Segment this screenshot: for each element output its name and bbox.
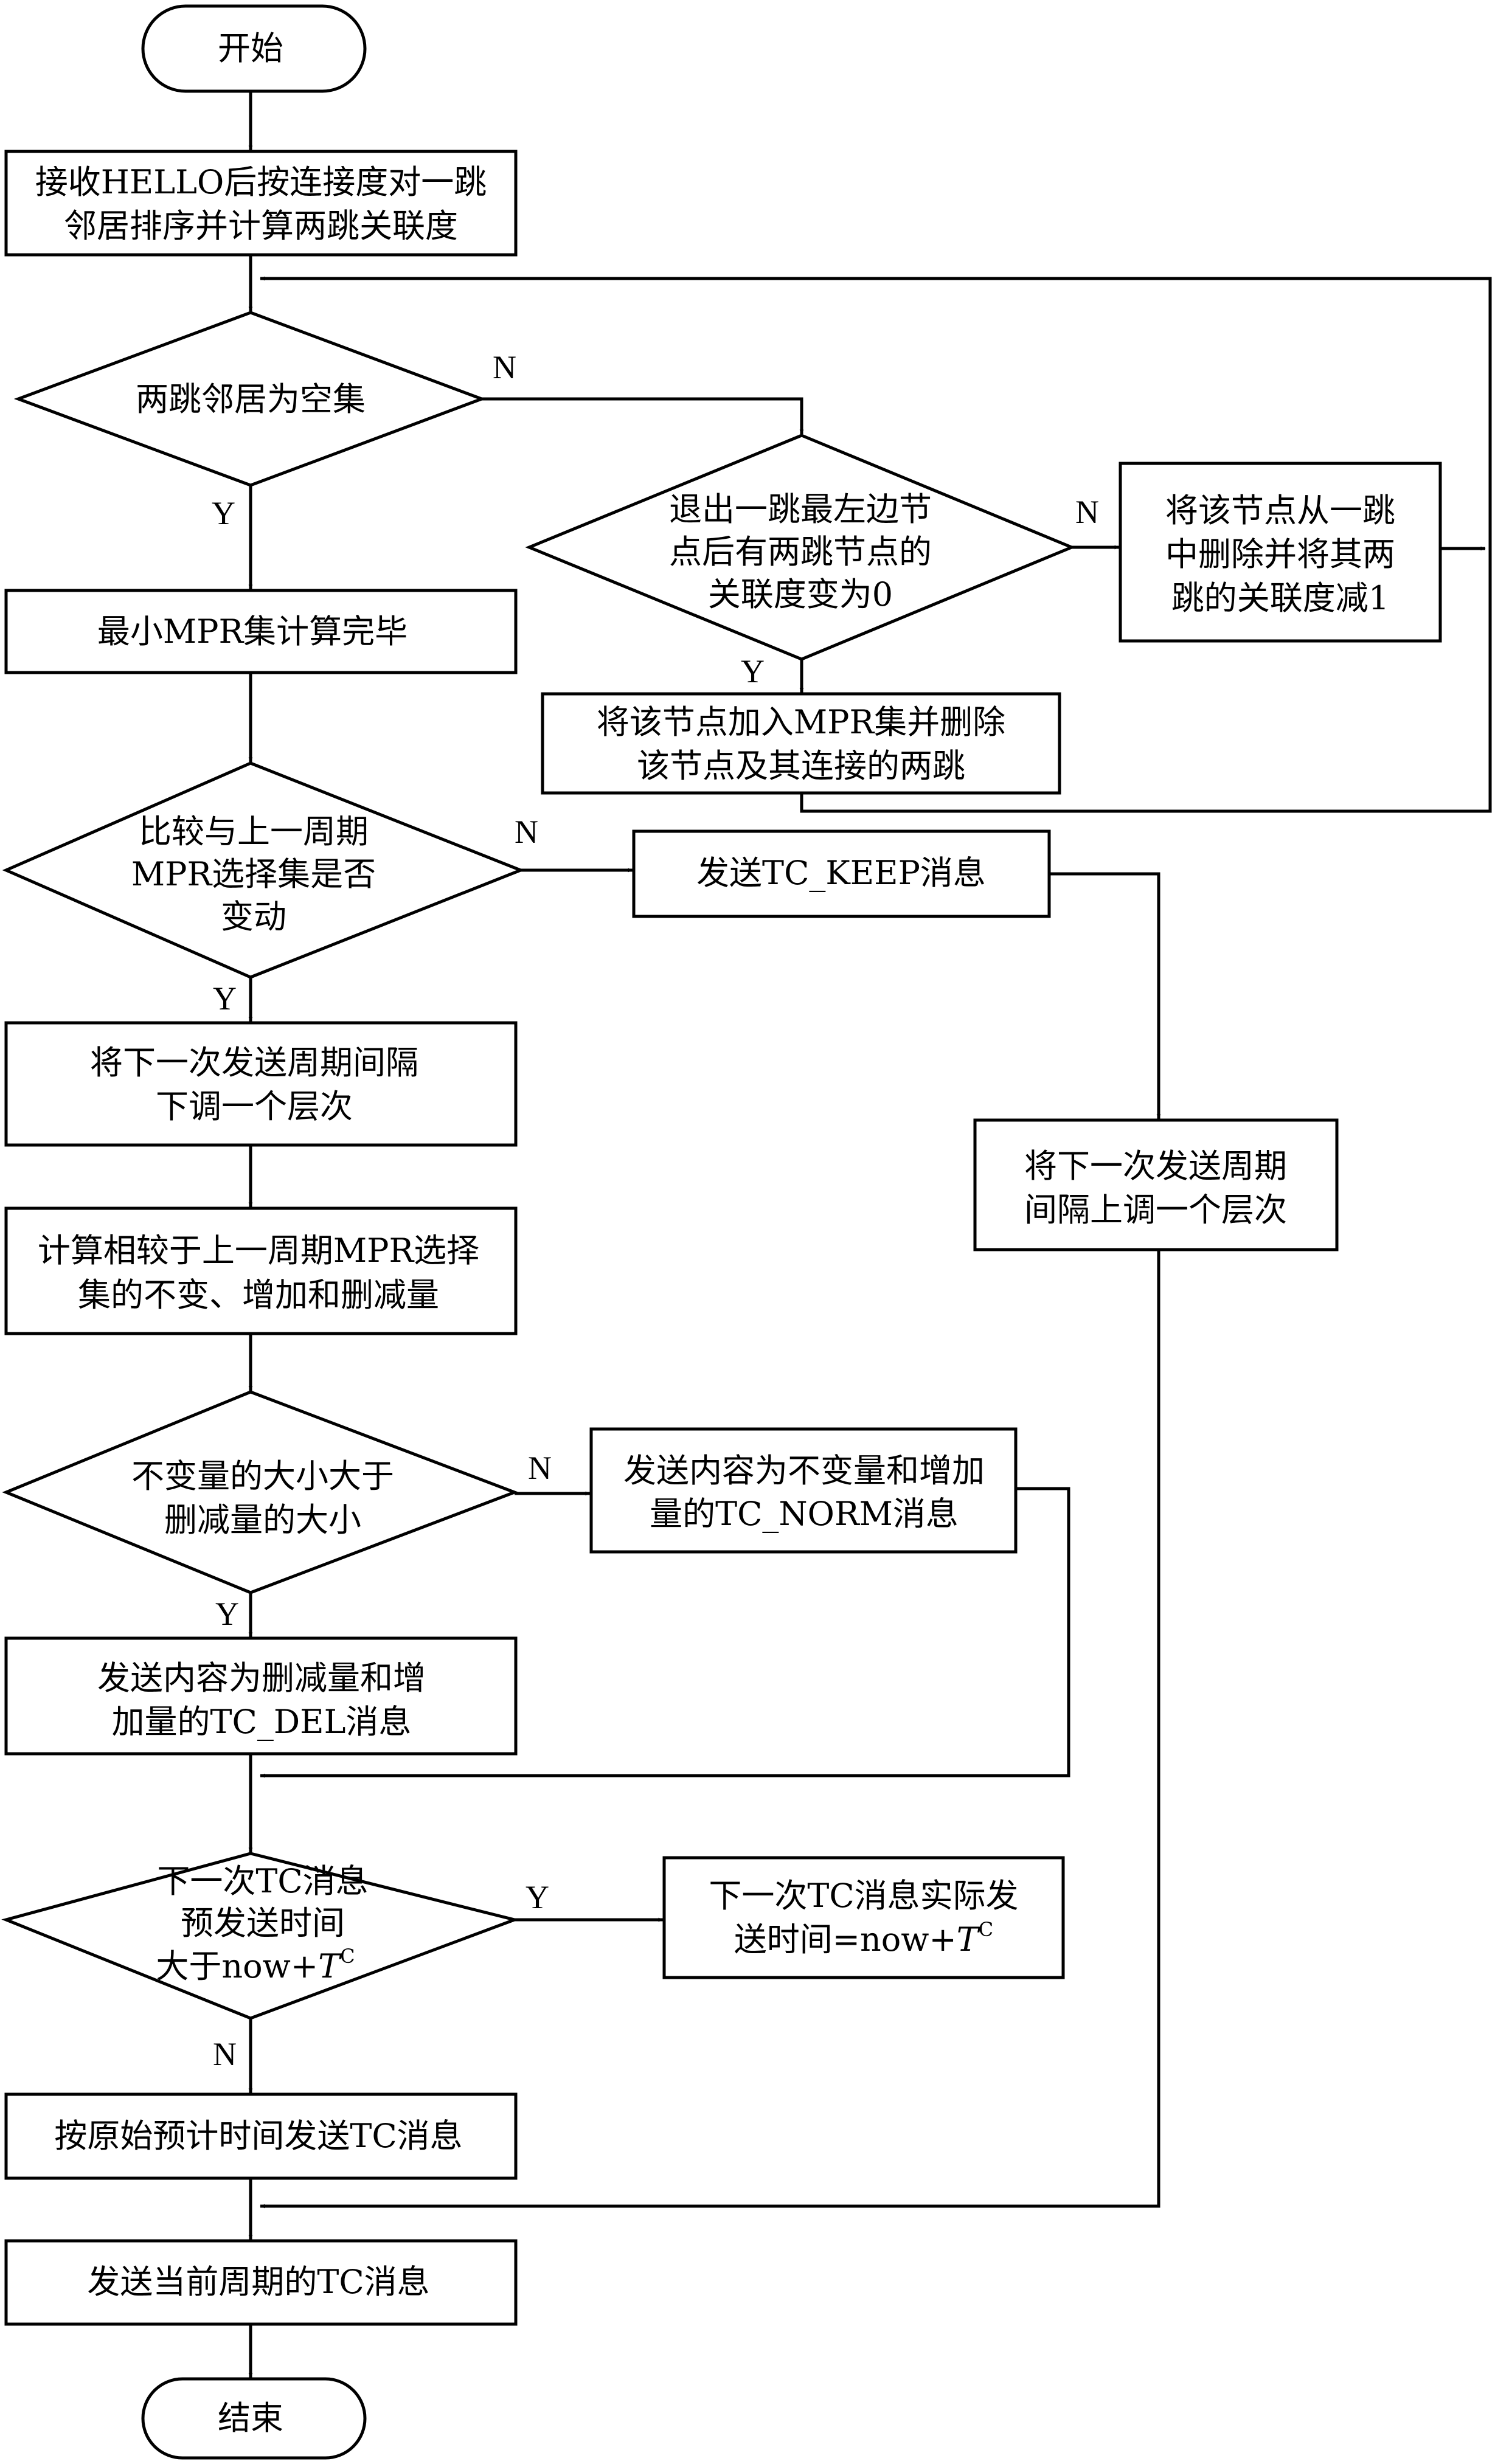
node-calc-diff: 计算相较于上一周期MPR选择 集的不变、增加和删减量 (4, 1206, 518, 1335)
send-keep-box (632, 829, 1051, 918)
node-end: 结束 (141, 2377, 367, 2460)
node-period-down: 将下一次发送周期间隔 下调一个层次 (4, 1021, 518, 1147)
calc-diff-box (4, 1206, 518, 1335)
send-original-label: 按原始预计时间发送TC消息 (54, 2117, 462, 2155)
end-label: 结束 (218, 2399, 283, 2437)
send-norm-box (589, 1427, 1018, 1554)
next-tc-n-label: N (213, 2036, 237, 2072)
next-tc-diamond (1, 1852, 520, 2020)
compare-line-1: 比较与上一周期 (139, 812, 369, 851)
send-norm-line-1: 发送内容为不变量和增加 (623, 1452, 985, 1490)
leftmost-n-label: N (1075, 494, 1099, 530)
remove-line-1: 将该节点从一跳 (1165, 491, 1395, 530)
next-tc-y-label: Y (526, 1879, 549, 1915)
arrow-periodup-to-merge (260, 1250, 1160, 2209)
leftmost-line-2: 点后有两跳节点的 (669, 533, 932, 571)
send-del-line-2: 加量的TC_DEL消息 (112, 1703, 412, 1741)
period-down-line-1: 将下一次发送周期间隔 (90, 1043, 418, 1082)
loop-back-to-twohop (260, 276, 1492, 813)
decision-twohop-empty: 两跳邻居为空集 (13, 311, 487, 487)
leftmost-y-label: Y (741, 653, 765, 690)
send-keep-label: 发送TC_KEEP消息 (696, 854, 986, 892)
remove-line-2: 中删除并将其两 (1165, 535, 1395, 573)
mpr-done-label: 最小MPR集计算完毕 (97, 612, 408, 651)
calc-diff-line-1: 计算相较于上一周期MPR选择 (38, 1231, 479, 1270)
remove-box (1119, 462, 1442, 643)
add-mpr-box (541, 692, 1061, 795)
remove-line-3: 跳的关联度减1 (1171, 579, 1389, 617)
recv-hello-box (4, 150, 518, 257)
node-send-norm: 发送内容为不变量和增加 量的TC_NORM消息 (589, 1427, 1018, 1554)
decision-compare: 比较与上一周期 MPR选择集是否 变动 (2, 761, 525, 979)
send-current-box (4, 2239, 518, 2326)
mpr-done-box (4, 589, 518, 674)
unchanged-line-2: 删减量的大小 (164, 1501, 361, 1539)
decision-unchanged: 不变量的大小大于 删减量的大小 (2, 1390, 519, 1594)
node-period-up: 将下一次发送周期 间隔上调一个层次 (973, 1118, 1339, 1251)
calc-diff-line-2: 集的不变、增加和删减量 (78, 1276, 439, 1314)
next-tc-line-1: 下一次TC消息 (157, 1862, 368, 1900)
unchanged-n-label: N (528, 1450, 552, 1486)
unchanged-line-1: 不变量的大小大于 (131, 1457, 394, 1495)
decision-next-tc: 下一次TC消息 预发送时间 大于now+TC (1, 1852, 520, 2020)
end-terminator (141, 2377, 367, 2460)
decision-leftmost: 退出一跳最左边节 点后有两跳节点的 关联度变为0 (525, 434, 1076, 661)
send-del-line-1: 发送内容为删减量和增 (97, 1659, 426, 1697)
actual-time-box (662, 1856, 1065, 1979)
twohop-empty-diamond (13, 311, 487, 487)
period-down-line-2: 下调一个层次 (156, 1087, 353, 1126)
start-label: 开始 (218, 29, 283, 67)
start-terminator (141, 4, 367, 93)
connectors (248, 91, 1492, 2378)
arrow-twohop-to-leftmost (482, 397, 804, 435)
node-send-current: 发送当前周期的TC消息 (4, 2239, 518, 2326)
recv-hello-line-1: 接收HELLO后按连接度对一跳 (35, 163, 487, 201)
send-norm-line-2: 量的TC_NORM消息 (650, 1495, 959, 1533)
period-up-line-1: 将下一次发送周期 (1024, 1147, 1287, 1185)
unchanged-diamond (2, 1390, 519, 1594)
node-mpr-done: 最小MPR集计算完毕 (4, 589, 518, 674)
compare-n-label: N (515, 814, 538, 850)
compare-diamond (2, 761, 525, 979)
compare-line-2: MPR选择集是否 (131, 855, 376, 893)
add-mpr-line-2: 该节点及其连接的两跳 (637, 747, 965, 785)
twohop-y-label: Y (212, 495, 235, 531)
twohop-empty-label: 两跳邻居为空集 (136, 380, 366, 418)
recv-hello-line-2: 邻居排序并计算两跳关联度 (64, 207, 458, 245)
next-tc-line-3: 大于now+TC (156, 1945, 355, 1985)
node-remove: 将该节点从一跳 中删除并将其两 跳的关联度减1 (1119, 462, 1442, 643)
node-start: 开始 (141, 4, 367, 93)
unchanged-y-label: Y (215, 1596, 239, 1632)
node-send-original: 按原始预计时间发送TC消息 (4, 2092, 518, 2180)
node-recv-hello: 接收HELLO后按连接度对一跳 邻居排序并计算两跳关联度 (4, 150, 518, 257)
period-down-box (4, 1021, 518, 1147)
twohop-n-label: N (493, 349, 516, 386)
arrow-keep-to-periodup (1049, 872, 1161, 1120)
send-del-box (4, 1636, 518, 1756)
node-add-mpr: 将该节点加入MPR集并删除 该节点及其连接的两跳 (541, 692, 1061, 795)
node-send-del: 发送内容为删减量和增 加量的TC_DEL消息 (4, 1636, 518, 1756)
period-up-line-2: 间隔上调一个层次 (1024, 1191, 1287, 1229)
send-original-box (4, 2092, 518, 2180)
next-tc-line-2: 预发送时间 (181, 1904, 345, 1942)
node-actual-time: 下一次TC消息实际发 送时间=now+TC (662, 1856, 1065, 1979)
node-send-keep: 发送TC_KEEP消息 (632, 829, 1051, 918)
leftmost-line-1: 退出一跳最左边节 (669, 490, 932, 528)
compare-y-label: Y (213, 980, 237, 1017)
leftmost-diamond (525, 434, 1076, 661)
send-current-label: 发送当前周期的TC消息 (87, 2263, 429, 2301)
actual-time-line-1: 下一次TC消息实际发 (709, 1877, 1018, 1915)
compare-line-3: 变动 (221, 898, 286, 936)
actual-time-line-2: 送时间=now+TC (734, 1918, 994, 1959)
period-up-box (973, 1118, 1339, 1251)
leftmost-line-3: 关联度变为0 (708, 575, 893, 614)
arrow-norm-to-merge (260, 1487, 1070, 1778)
add-mpr-line-1: 将该节点加入MPR集并删除 (597, 703, 1005, 741)
